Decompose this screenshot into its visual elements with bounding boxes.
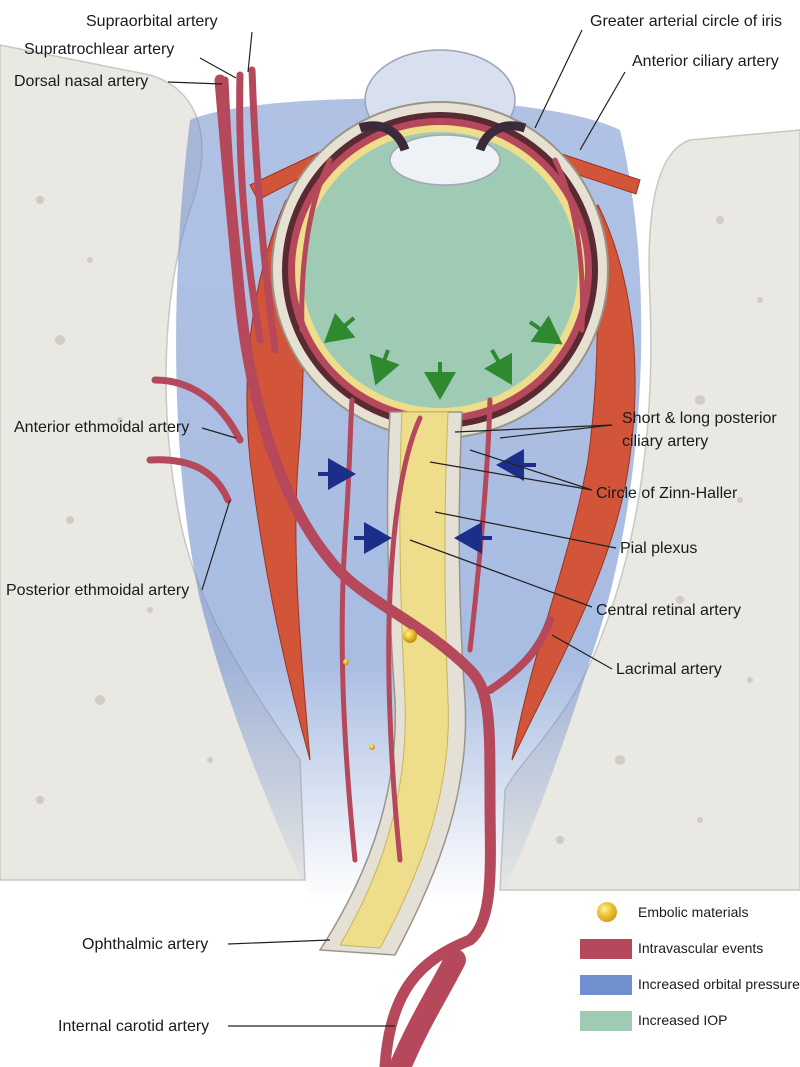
legend-label: Increased orbital pressure (638, 976, 800, 992)
orbital-pressure-swatch-icon (580, 975, 632, 995)
embolus-small (343, 659, 349, 665)
label-posterior-ciliary-line2: ciliary artery (622, 432, 708, 451)
legend-item-intravascular: Intravascular events (580, 936, 800, 962)
embolus-small (369, 744, 375, 750)
label-greater-arterial-circle: Greater arterial circle of iris (590, 12, 782, 31)
label-posterior-ciliary-line1: Short & long posterior (622, 409, 777, 428)
label-lacrimal-artery: Lacrimal artery (616, 660, 722, 679)
legend-item-orbital-pressure: Increased orbital pressure (580, 972, 800, 998)
legend-label: Increased IOP (638, 1012, 728, 1028)
label-ophthalmic-artery: Ophthalmic artery (82, 935, 208, 954)
iop-swatch-icon (580, 1011, 632, 1031)
label-circle-of-zinn-haller: Circle of Zinn-Haller (596, 484, 737, 503)
label-pial-plexus: Pial plexus (620, 539, 697, 558)
label-posterior-ethmoidal-artery: Posterior ethmoidal artery (6, 581, 189, 600)
embolus-icon (597, 902, 617, 922)
embolus-large (403, 629, 417, 643)
label-anterior-ethmoidal-artery: Anterior ethmoidal artery (14, 418, 189, 437)
label-dorsal-nasal-artery: Dorsal nasal artery (14, 72, 148, 91)
label-central-retinal-artery: Central retinal artery (596, 601, 741, 620)
label-supraorbital-artery: Supraorbital artery (86, 12, 218, 31)
legend-label: Embolic materials (638, 904, 748, 920)
label-supratrochlear-artery: Supratrochlear artery (24, 40, 174, 59)
internal-carotid-vessel (400, 960, 455, 1067)
label-internal-carotid-artery: Internal carotid artery (58, 1017, 209, 1036)
legend-label: Intravascular events (638, 940, 763, 956)
legend-item-iop: Increased IOP (580, 1008, 800, 1034)
intravascular-swatch-icon (580, 939, 632, 959)
label-anterior-ciliary-artery: Anterior ciliary artery (632, 52, 779, 71)
legend-item-embolic: Embolic materials (580, 900, 800, 926)
